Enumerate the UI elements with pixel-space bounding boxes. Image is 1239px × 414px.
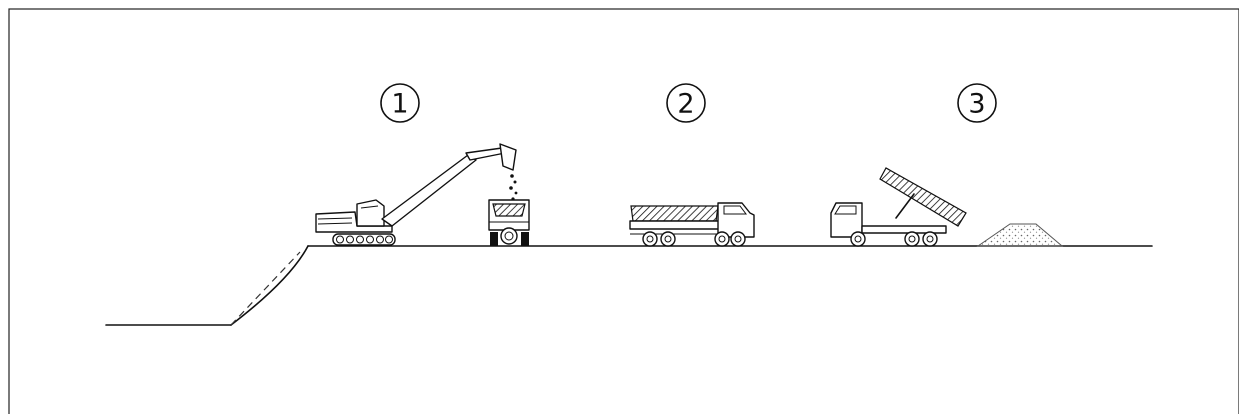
drawing-frame [8,8,1239,414]
step-marker-1: 1 [380,83,420,123]
material-pile [976,223,1064,247]
step-number-2: 2 [677,89,694,120]
step-number-1: 1 [391,89,408,120]
step-marker-2: 2 [666,83,706,123]
step-marker-3: 3 [957,83,997,123]
excavator-icon [315,143,518,246]
dump-truck-unloading-icon [830,167,967,247]
step-number-3: 3 [968,89,985,120]
dump-truck-loaded-icon [629,202,755,247]
ground-profile [105,245,1153,326]
truck-rear-view-icon [488,199,530,246]
truck-wheels [642,231,746,247]
